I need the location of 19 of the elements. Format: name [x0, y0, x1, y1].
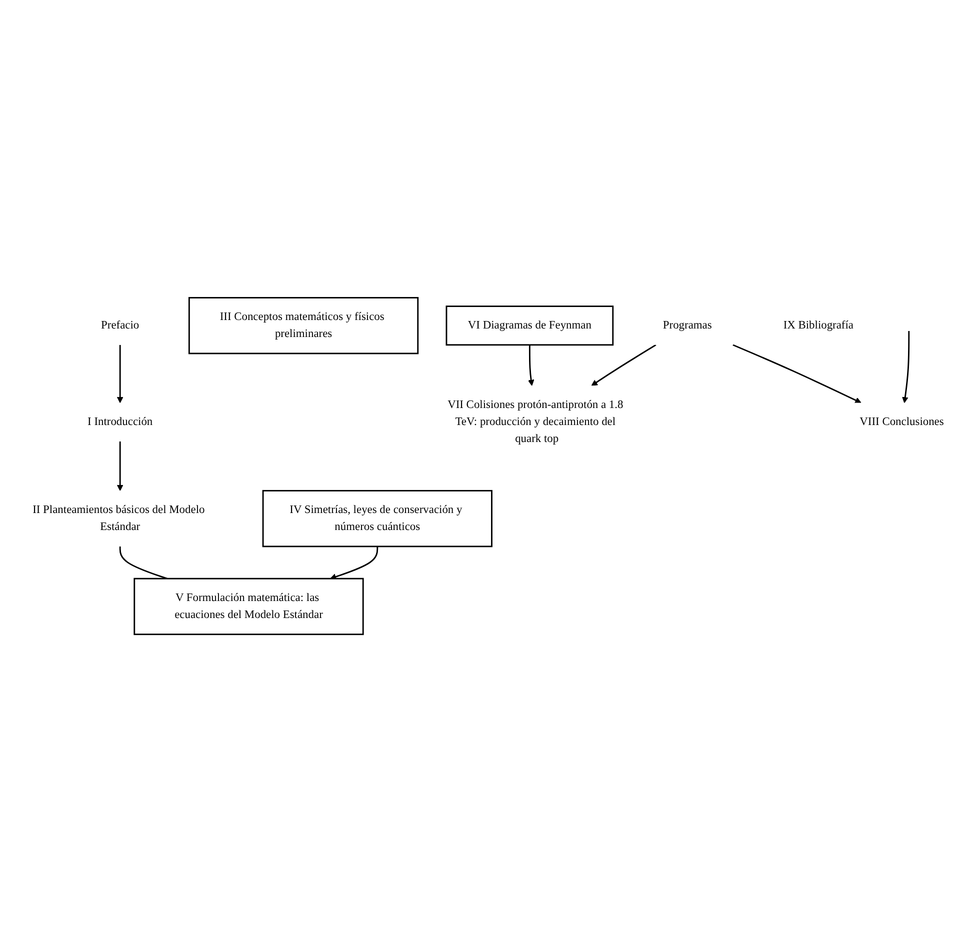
arrow: [591, 344, 656, 386]
connector: [119, 546, 168, 580]
node-text: Programas: [662, 320, 712, 332]
node-box: III Conceptos matemáticos y físicos preliminares: [188, 297, 419, 355]
arrow: [732, 344, 862, 404]
arrow: [528, 345, 534, 386]
node-box: V Formulación matemática: las ecuaciones del Modelo Estándar: [134, 578, 364, 636]
arrow: [116, 345, 124, 404]
node-text: IX Bibliografía: [783, 320, 854, 332]
arrow: [330, 546, 378, 580]
arrow: [116, 442, 124, 492]
arrow: [902, 331, 910, 404]
node-box: IV Simetrías, leyes de conservación y números cuánticos: [262, 490, 492, 548]
node-text: VIII Conclusiones: [860, 416, 944, 428]
node-box: VI Diagramas de Feynman: [446, 306, 614, 346]
node-text: I Introducción: [88, 416, 153, 428]
node-text: VII Colisiones protón-antiprotón a 1.8 TeV: producción y decaimiento del quark top: [448, 398, 624, 446]
node-text: Prefacio: [101, 320, 140, 332]
node-text: II Planteamientos básicos del Modelo Estándar: [32, 504, 205, 534]
